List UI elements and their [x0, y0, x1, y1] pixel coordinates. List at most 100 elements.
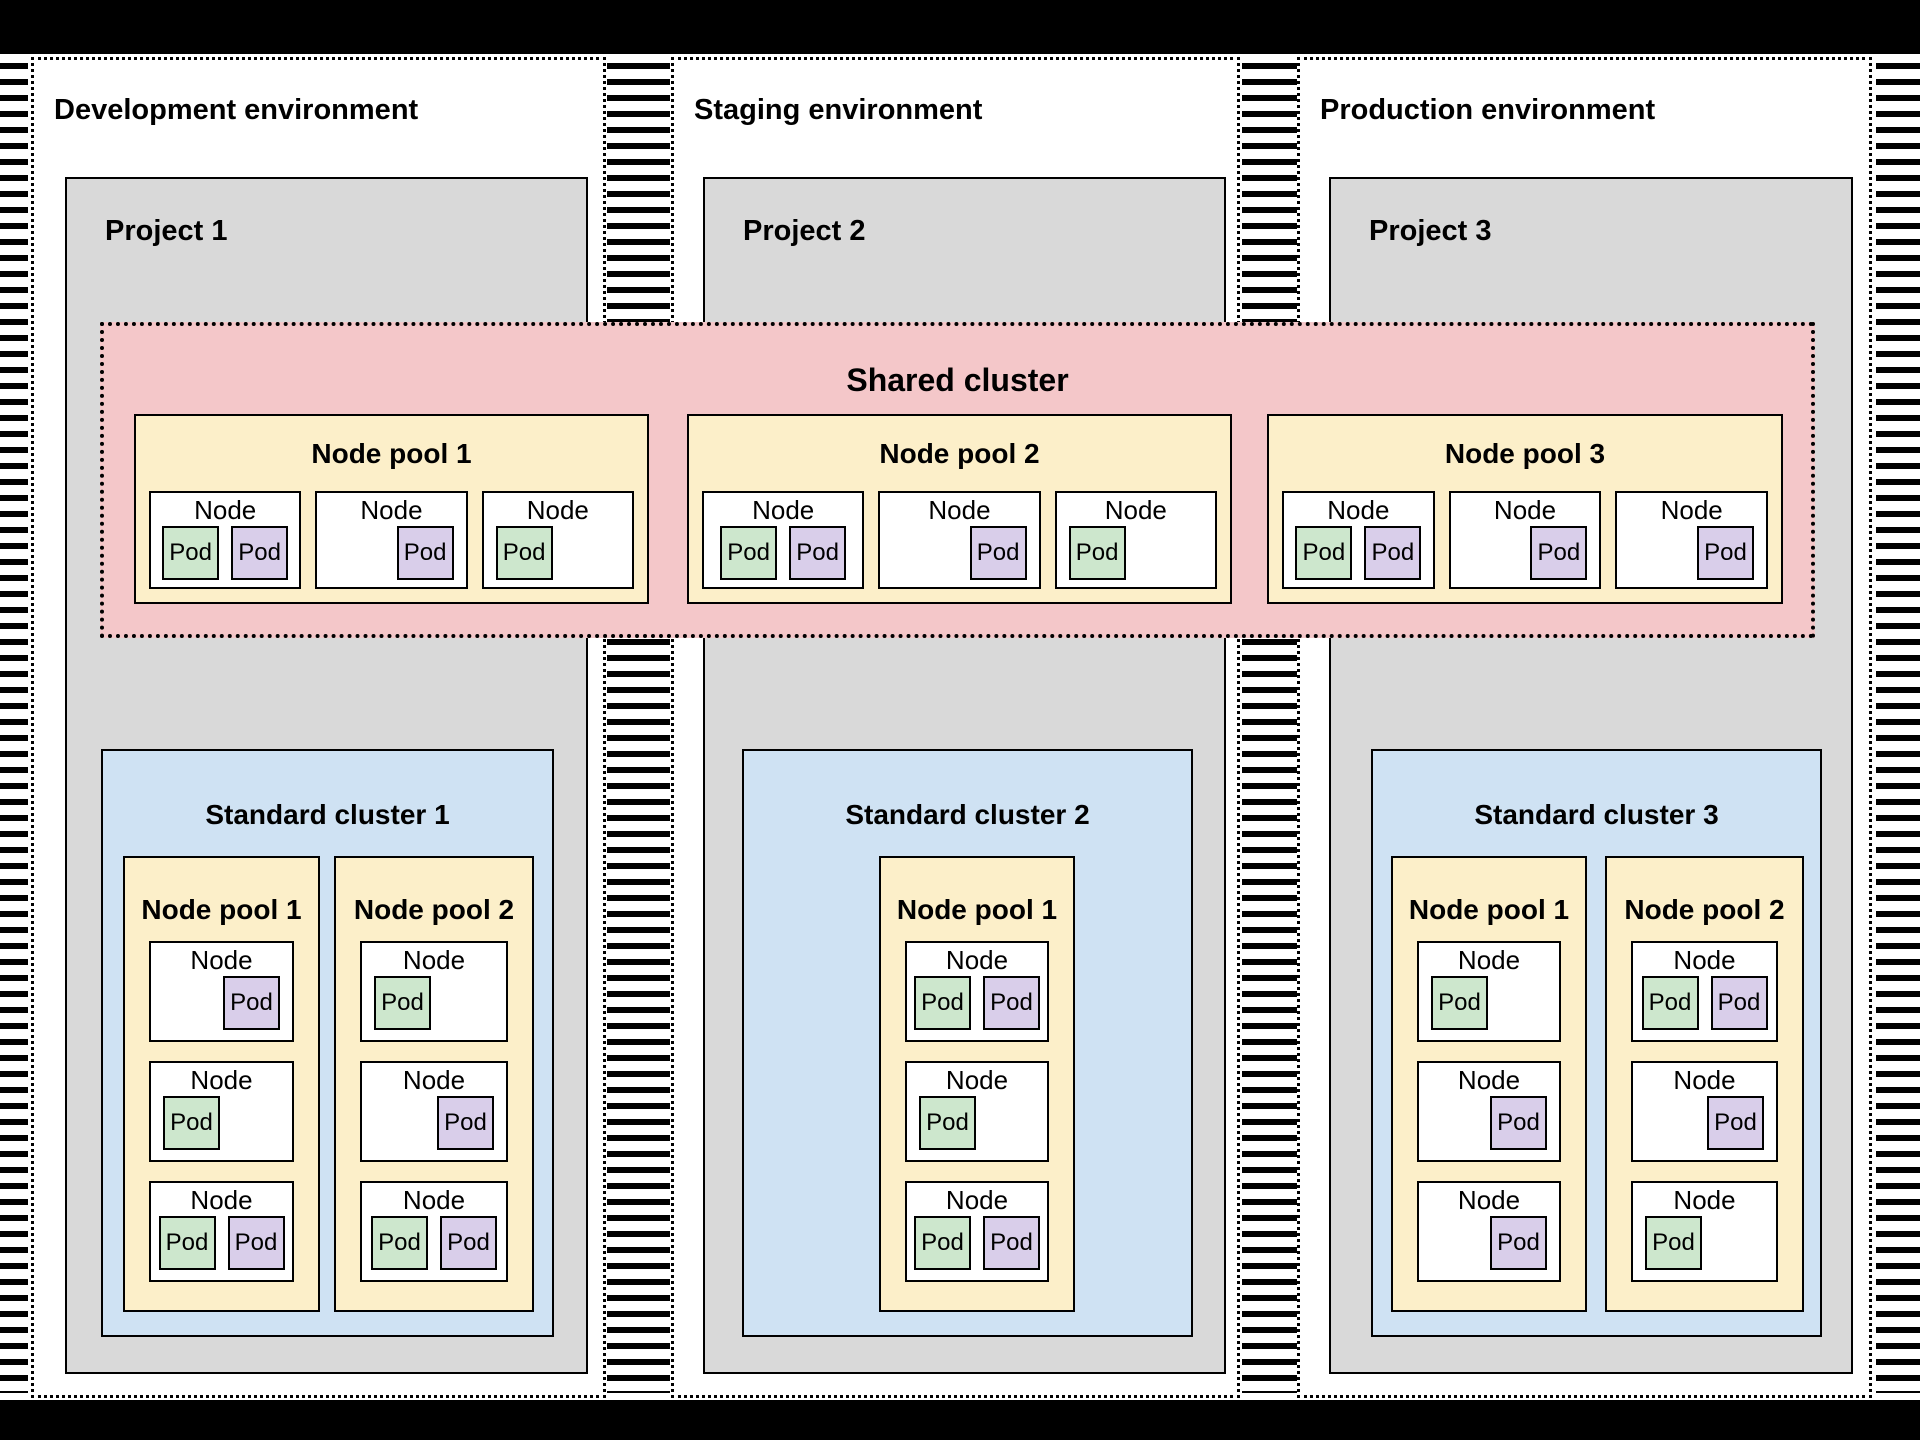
nodes-row: Node Pod Pod Node Pod Node Pod	[702, 491, 1217, 589]
node-label: Node	[1104, 495, 1167, 525]
nodes-column: Node Pod Node Pod Node	[360, 941, 508, 1282]
pod: Pod	[983, 1216, 1040, 1270]
node: Node Pod	[878, 491, 1041, 590]
pods-row: Pod	[1451, 525, 1600, 590]
node: Node Pod	[1615, 491, 1769, 590]
pod: Pod	[1364, 525, 1422, 580]
environment-title: Development environment	[54, 94, 419, 126]
node-pool-title: Node pool 2	[1624, 894, 1785, 925]
pods-row: Pod	[1057, 525, 1215, 590]
standard-cluster-box: Standard cluster 3 Node pool 1 Node Pod …	[1371, 749, 1822, 1337]
node-pool-box: Node pool 2 Node Pod Pod Node Pod Node	[687, 414, 1232, 604]
node: Node Pod Pod	[149, 491, 302, 590]
pods-row: Pod	[1633, 1096, 1776, 1160]
node-pool-title: Node pool 1	[896, 894, 1058, 925]
node: Node Pod	[1417, 941, 1561, 1042]
node-pool-box: Node pool 2 Node Pod Node Pod	[334, 856, 534, 1312]
pods-row: Pod	[362, 976, 506, 1040]
node-label: Node	[1457, 1185, 1521, 1215]
node: Node Pod	[1417, 1181, 1561, 1282]
node: Node Pod	[1054, 491, 1217, 590]
environment-box-development: Development environment Project 1 Standa…	[31, 57, 606, 1398]
pods-row: Pod	[317, 525, 465, 590]
node-pool-title: Node pool 2	[879, 438, 1040, 469]
node-pool-title: Node pool 2	[353, 894, 515, 925]
node: Node Pod Pod	[149, 1181, 294, 1282]
pod: Pod	[1697, 525, 1755, 580]
node-label: Node	[402, 1065, 466, 1095]
node: Node Pod	[1631, 1181, 1778, 1282]
boundary-hatch-right	[1876, 63, 1920, 1393]
pods-row: Pod Pod	[704, 525, 862, 590]
node-pool-title: Node pool 3	[1444, 438, 1606, 469]
pods-row: Pod	[1419, 1216, 1559, 1280]
node: Node Pod Pod	[905, 941, 1049, 1042]
project-title: Project 1	[105, 215, 228, 247]
node-label: Node	[1327, 495, 1390, 525]
shared-cluster-title: Shared cluster	[846, 362, 1069, 398]
boundary-hatch-staging-prod	[1242, 63, 1297, 1393]
node-label: Node	[526, 495, 589, 525]
node: Node Pod	[1631, 1061, 1778, 1162]
pods-row: Pod Pod	[151, 525, 299, 590]
node: Node Pod	[905, 1061, 1049, 1162]
pods-row: Pod Pod	[1633, 976, 1776, 1040]
pod: Pod	[914, 1216, 971, 1270]
node-pool-box: Node pool 1 Node Pod Node Pod	[123, 856, 320, 1312]
node-label: Node	[928, 495, 991, 525]
node-pool-title: Node pool 1	[141, 894, 302, 925]
pod: Pod	[1710, 976, 1768, 1030]
pod: Pod	[919, 1096, 976, 1150]
pod: Pod	[914, 976, 971, 1030]
pods-row: Pod Pod	[907, 1216, 1047, 1280]
pod: Pod	[162, 525, 220, 580]
pod: Pod	[720, 525, 778, 580]
node-label: Node	[945, 1185, 1009, 1215]
node: Node Pod	[149, 941, 294, 1042]
pods-row: Pod	[1419, 1096, 1559, 1160]
boundary-hatch-left	[0, 63, 28, 1393]
node-pool-box: Node pool 1 Node Pod Node Pod	[1391, 856, 1587, 1312]
node-label: Node	[190, 1065, 253, 1095]
pod: Pod	[1431, 976, 1488, 1030]
pod: Pod	[231, 525, 289, 580]
node-pool-box: Node pool 3 Node Pod Pod Node Pod Node	[1267, 414, 1783, 604]
node-label: Node	[1673, 1185, 1736, 1215]
node-label: Node	[752, 495, 815, 525]
pods-row: Pod	[907, 1096, 1047, 1160]
standard-cluster-title: Standard cluster 2	[845, 799, 1090, 830]
node-label: Node	[945, 1065, 1009, 1095]
pod: Pod	[1645, 1216, 1702, 1270]
node-label: Node	[190, 945, 253, 975]
environment-title: Staging environment	[694, 94, 983, 126]
node-pool-title: Node pool 1	[311, 438, 472, 469]
node-label: Node	[1673, 1065, 1736, 1095]
pod: Pod	[1530, 525, 1588, 580]
node: Node Pod	[481, 491, 634, 589]
node-label: Node	[402, 1185, 466, 1215]
node: Node Pod Pod	[905, 1181, 1049, 1282]
node-label: Node	[402, 945, 466, 975]
standard-cluster-title: Standard cluster 3	[1474, 799, 1719, 830]
pods-row: Pod	[1633, 1216, 1776, 1280]
nodes-row: Node Pod Pod Node Pod Node Pod	[149, 491, 634, 589]
node: Node Pod Pod	[702, 491, 865, 590]
node: Node Pod	[315, 491, 468, 590]
pod: Pod	[374, 976, 431, 1030]
node-label: Node	[1493, 495, 1557, 525]
pods-row: Pod	[1419, 976, 1559, 1040]
shared-cluster-box: Shared cluster Node pool 1 Node Pod Pod …	[100, 322, 1815, 638]
pods-row: Pod	[880, 525, 1038, 590]
node: Node Pod Pod	[360, 1181, 508, 1282]
pod: Pod	[223, 976, 280, 1030]
pods-row: Pod Pod	[151, 1216, 292, 1280]
environment-title: Production environment	[1320, 94, 1656, 126]
node-label: Node	[1457, 1065, 1521, 1095]
boundary-hatch-dev-staging	[607, 63, 670, 1393]
node: Node Pod	[360, 1061, 508, 1162]
pods-row: Pod Pod	[362, 1216, 506, 1280]
pods-row: Pod Pod	[907, 976, 1047, 1040]
pod: Pod	[1641, 976, 1699, 1030]
node-label: Node	[1673, 945, 1736, 975]
pods-row: Pod	[1617, 525, 1766, 590]
